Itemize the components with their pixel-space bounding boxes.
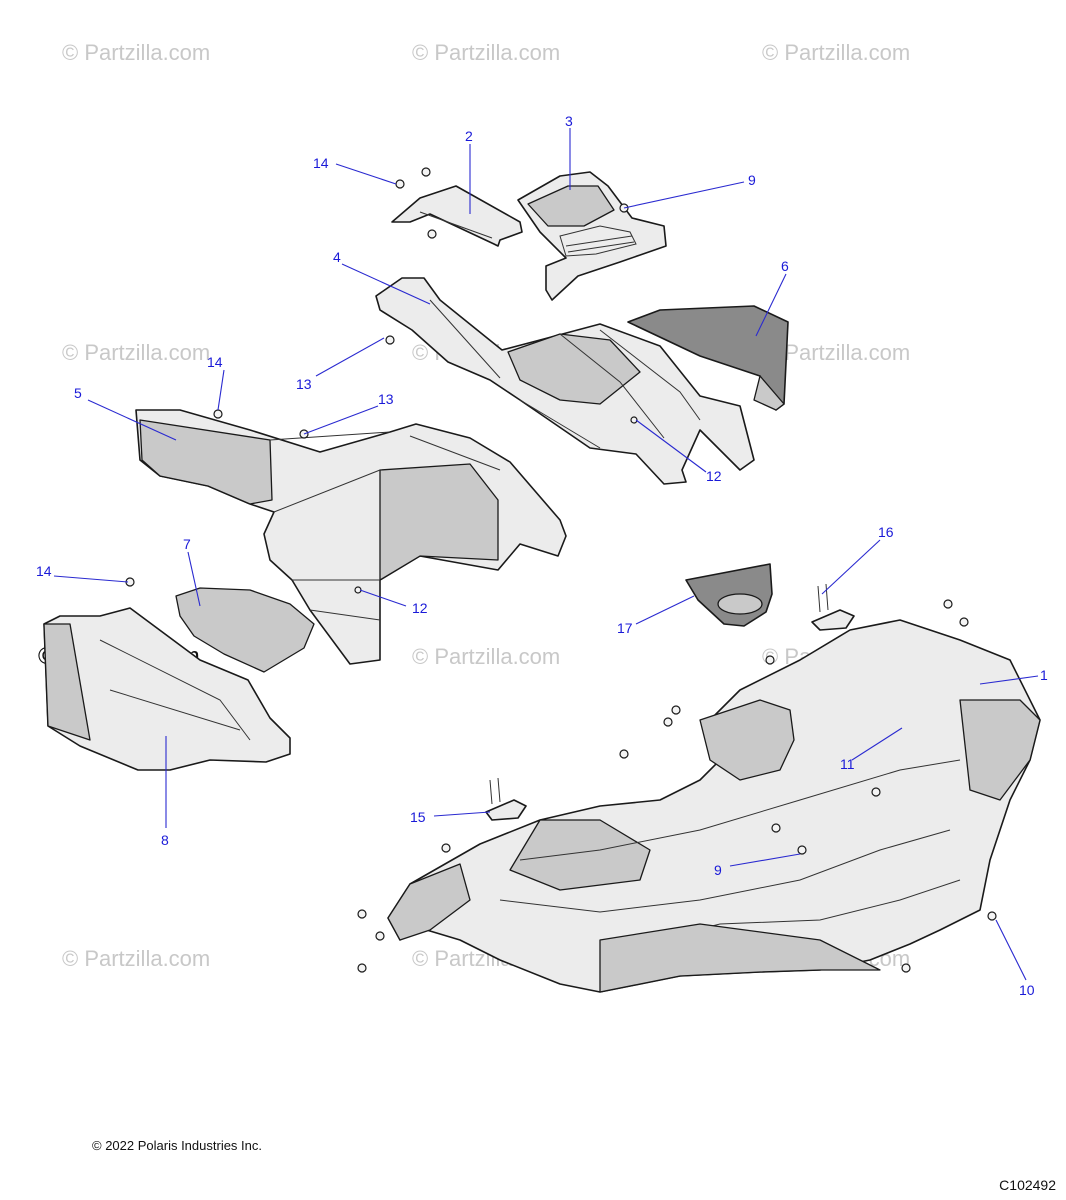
callouts: 14 2 3 9 4 6 13 14 5 13 12 12 7 14 8 16 … xyxy=(36,113,1048,998)
callout-5[interactable]: 5 xyxy=(74,385,82,401)
callout-17[interactable]: 17 xyxy=(617,620,633,636)
part-16-clip[interactable] xyxy=(811,583,855,631)
callout-12[interactable]: 12 xyxy=(706,468,722,484)
part-3-console[interactable] xyxy=(517,171,667,301)
callout-10[interactable]: 10 xyxy=(1019,982,1035,998)
callout-11[interactable]: 11 xyxy=(840,756,855,772)
part-17-bracket[interactable] xyxy=(685,563,773,627)
callout-14[interactable]: 14 xyxy=(313,155,329,171)
part-8-left-lower-panel[interactable] xyxy=(43,607,291,771)
part-5-front-panel[interactable] xyxy=(135,409,567,665)
watermark: © Partzilla.com xyxy=(62,340,210,365)
part-15-clip[interactable] xyxy=(485,777,527,821)
watermark: © Partzilla.com xyxy=(762,40,910,65)
callout-16[interactable]: 16 xyxy=(878,524,894,540)
part-2-panel[interactable] xyxy=(391,185,523,247)
callout-9[interactable]: 9 xyxy=(714,862,722,878)
callout-14[interactable]: 14 xyxy=(36,563,52,579)
watermark: © Partzilla.com xyxy=(412,644,560,669)
watermark: © Partzilla.com xyxy=(412,40,560,65)
copyright-notice: © 2022 Polaris Industries Inc. xyxy=(92,1138,262,1153)
callout-2[interactable]: 2 xyxy=(465,128,473,144)
fasteners xyxy=(125,167,997,973)
callout-6[interactable]: 6 xyxy=(781,258,789,274)
callout-7[interactable]: 7 xyxy=(183,536,191,552)
callout-4[interactable]: 4 xyxy=(333,249,341,265)
callout-14[interactable]: 14 xyxy=(207,354,223,370)
callout-8[interactable]: 8 xyxy=(161,832,169,848)
callout-15[interactable]: 15 xyxy=(410,809,426,825)
callout-12[interactable]: 12 xyxy=(412,600,428,616)
callout-3[interactable]: 3 xyxy=(565,113,573,129)
watermark: © Partzilla.com xyxy=(62,946,210,971)
part-4-rear-tray[interactable] xyxy=(375,277,755,485)
part-1-main-body[interactable] xyxy=(387,619,1041,993)
part-6-right-cover[interactable] xyxy=(627,305,789,411)
callout-13[interactable]: 13 xyxy=(296,376,312,392)
callout-9[interactable]: 9 xyxy=(748,172,756,188)
callout-1[interactable]: 1 xyxy=(1040,667,1048,683)
watermark: © Partzilla.com xyxy=(62,40,210,65)
callout-13[interactable]: 13 xyxy=(378,391,394,407)
drawing-id: C102492 xyxy=(999,1177,1056,1193)
leader-lines xyxy=(53,128,1039,981)
part-7-left-fender-piece[interactable] xyxy=(175,587,315,673)
